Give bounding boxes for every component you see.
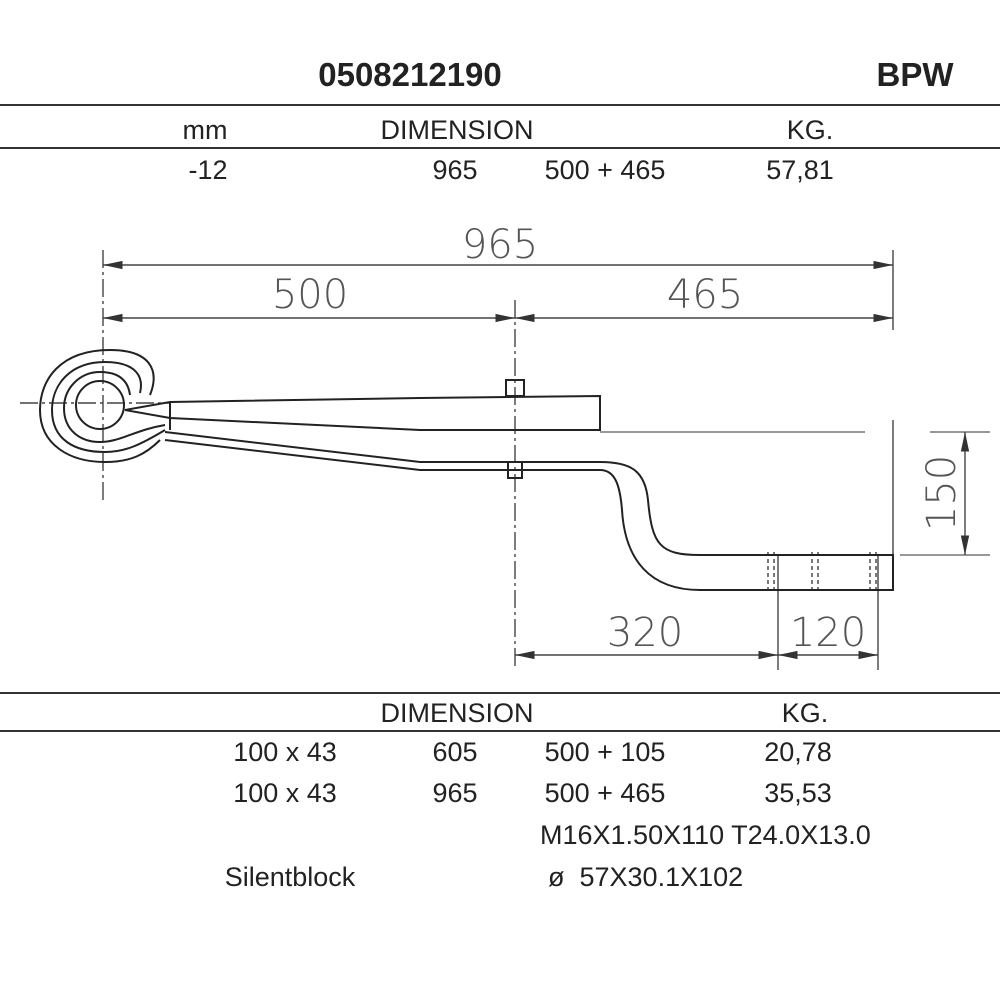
eye-hole [75,380,125,430]
silentblock-spec-2: ø 57X30.1X102 [548,862,744,892]
weight-value: 57,81 [766,155,834,185]
center-bolt [505,379,525,397]
length-value: 965 [432,778,478,808]
part-number: 0508212190 [318,56,502,93]
header-dimension: DIMENSION [380,115,534,145]
header-weight: KG. [781,698,829,728]
weight-value: 20,78 [764,737,832,767]
length-value: 965 [432,155,478,185]
header-unit: mm [182,115,228,145]
leaf-spring-drawing: 965 500 465 150 320 120 [20,222,990,670]
section-value: 100 x 43 [233,737,337,767]
divider [0,104,1000,106]
header-weight: KG. [786,115,834,145]
dim-rear-label: 465 [667,272,743,318]
length-value: 605 [432,737,478,767]
silentblock-label: Silentblock [224,862,356,892]
divider [0,730,1000,732]
dim-front-label: 500 [272,272,348,318]
silentblock-spec-1: M16X1.50X110 T24.0X13.0 [540,820,871,850]
dim-drop-label: 150 [919,455,965,531]
divider [0,147,1000,149]
spring-body [38,348,894,592]
split-value: 500 + 465 [544,155,666,185]
unit-value: -12 [188,155,228,185]
header-dimension: DIMENSION [380,698,534,728]
divider [0,692,1000,694]
brand: BPW [876,56,954,93]
dim-total-label: 965 [462,222,538,268]
weight-value: 35,53 [764,778,832,808]
section-value: 100 x 43 [233,778,337,808]
dim-end-label: 120 [790,610,866,656]
dim-offset-label: 320 [607,610,683,656]
split-value: 500 + 465 [544,778,666,808]
split-value: 500 + 105 [544,737,666,767]
